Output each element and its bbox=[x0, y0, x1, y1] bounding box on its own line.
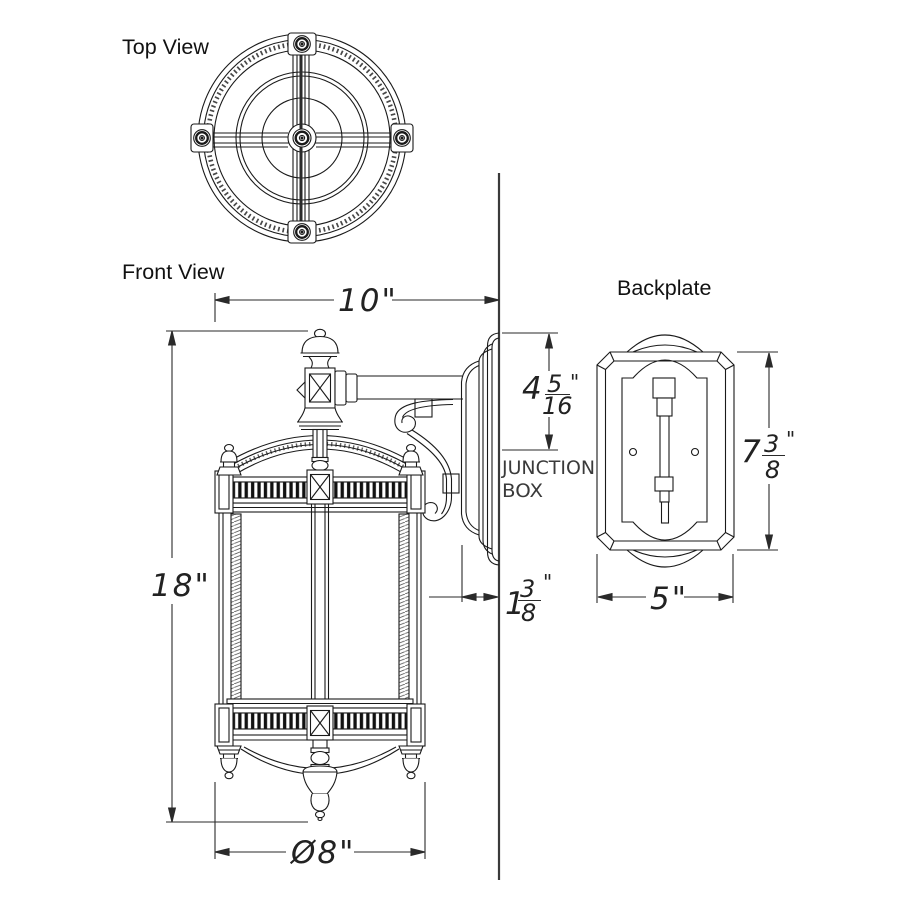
svg-text:3: 3 bbox=[764, 430, 779, 458]
svg-text:8: 8 bbox=[765, 456, 780, 484]
front-view-label: Front View bbox=[122, 260, 225, 284]
svg-text:4: 4 bbox=[522, 371, 544, 407]
dim-top-to-junction-text: 4 5 16 " bbox=[522, 370, 579, 420]
top-view-cap-south bbox=[287, 220, 317, 244]
svg-text:1: 1 bbox=[505, 586, 527, 622]
finial-top-right bbox=[398, 443, 424, 476]
junction-box-label-line2: BOX bbox=[502, 480, 543, 502]
dim-diameter-text: Ø8" bbox=[289, 835, 355, 871]
wall-bracket-drawing bbox=[357, 332, 500, 566]
svg-text:3: 3 bbox=[520, 575, 535, 603]
backplate-drawing bbox=[596, 334, 735, 568]
svg-text:8: 8 bbox=[521, 599, 536, 627]
finial-bottom-center bbox=[302, 740, 338, 822]
svg-text:": " bbox=[570, 370, 579, 394]
dim-backplate-depth-text: 1 3 8 " bbox=[505, 570, 552, 627]
svg-text:": " bbox=[786, 427, 795, 451]
svg-text:5: 5 bbox=[547, 370, 562, 398]
finial-bottom-left bbox=[216, 745, 242, 780]
top-view-label: Top View bbox=[122, 35, 209, 59]
dim-backplate-width-text: 5" bbox=[650, 581, 688, 617]
svg-text:16: 16 bbox=[542, 392, 573, 420]
svg-text:": " bbox=[543, 570, 552, 594]
top-view-drawing bbox=[190, 32, 414, 244]
dim-width-text: 10" bbox=[338, 283, 398, 319]
junction-box-label-line1: JUNCTION bbox=[501, 457, 595, 479]
top-view-cap-east bbox=[390, 123, 414, 153]
top-view-cap-north bbox=[287, 32, 317, 56]
front-view-drawing bbox=[214, 328, 426, 822]
top-view-cap-west bbox=[190, 123, 214, 153]
finial-top-left bbox=[216, 443, 242, 476]
dim-backplate-height-text: 7 3 8 " bbox=[741, 427, 795, 484]
dim-height-text: 18" bbox=[151, 568, 211, 604]
backplate-label: Backplate bbox=[617, 276, 711, 300]
finial-bottom-right bbox=[398, 745, 424, 780]
dimension-lines bbox=[166, 293, 778, 859]
svg-text:7: 7 bbox=[741, 434, 763, 470]
